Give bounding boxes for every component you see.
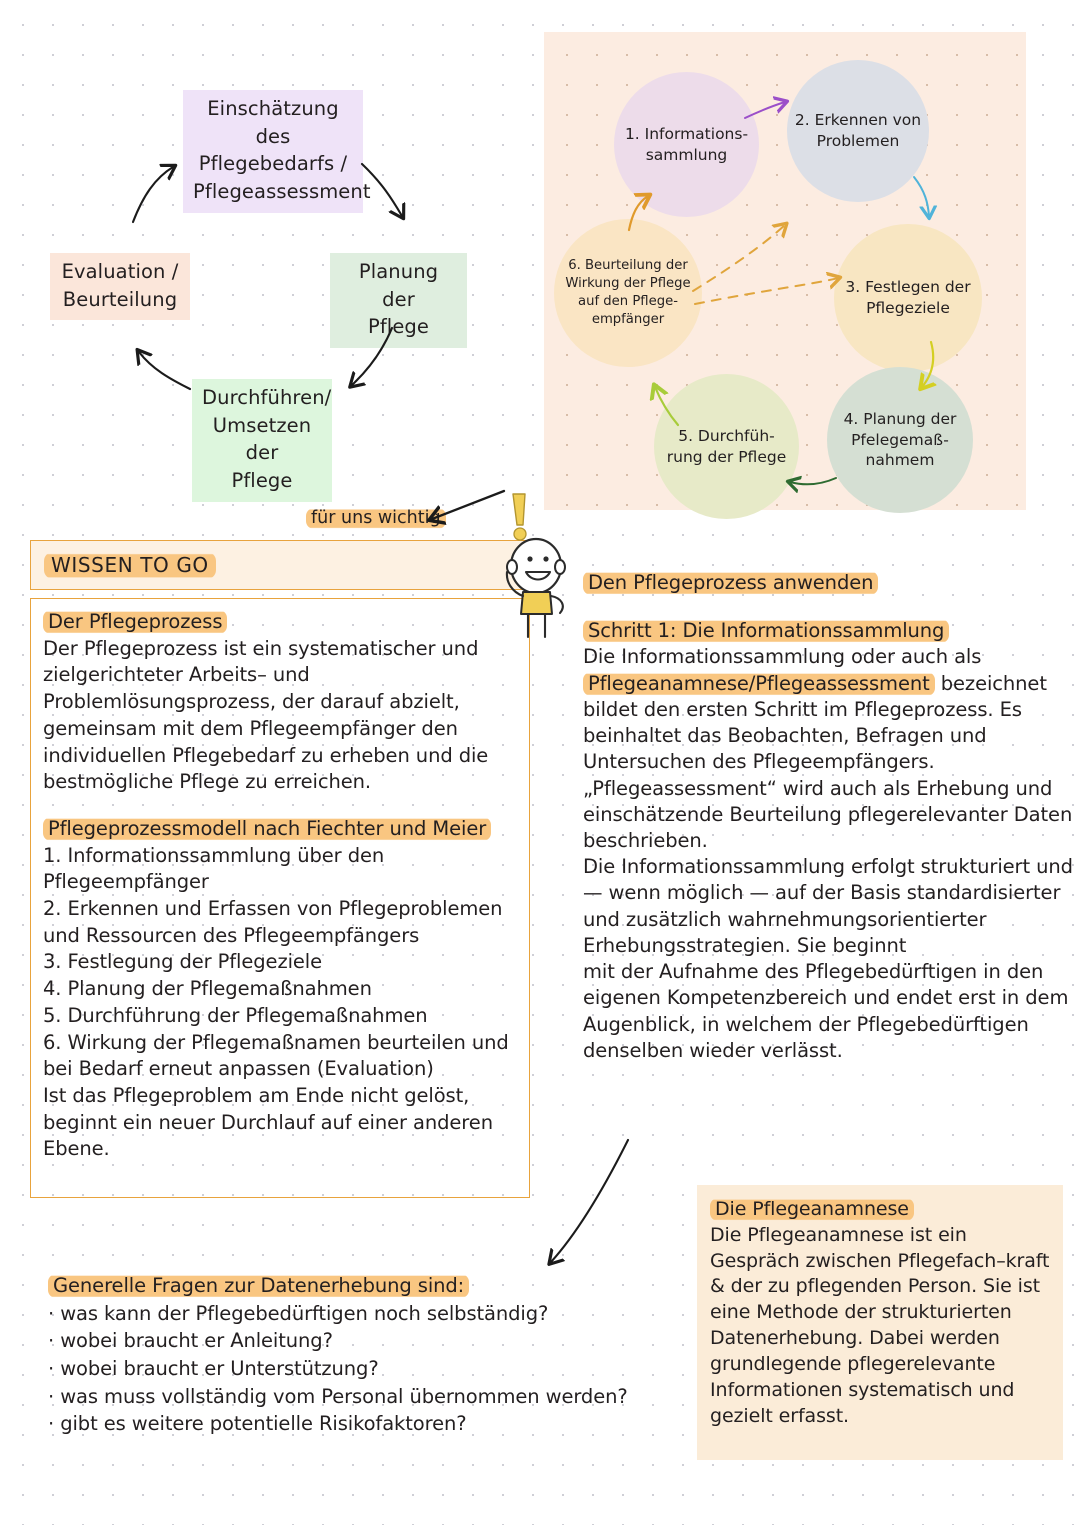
- section2-line-5: 5. Durchführung der Pflegemaßnahmen: [43, 1003, 428, 1027]
- exclamation-dot-icon: [513, 527, 527, 541]
- callout-label-text: für uns wichtig: [306, 508, 446, 529]
- circle-step-5: 5. Durchfüh- rung der Pflege: [654, 374, 799, 519]
- schritt1-title-row: Schritt 1: Die Informationssammlung: [583, 618, 1073, 644]
- schritt1-paragraph-3: mit der Aufnahme des Pflegebedürftigen i…: [583, 960, 1069, 1062]
- circle-step-4: 4. Planung der Pfelegemaß- nahmem: [827, 367, 973, 513]
- schritt1-paragraph: Die Informationssammlung oder auch als P…: [583, 644, 1073, 854]
- figure-eye-right: [543, 556, 549, 562]
- section1-title: Der Pflegeprozess: [43, 610, 228, 634]
- fragen-item: · gibt es weitere potentielle Risikofakt…: [48, 1412, 467, 1436]
- section2-line-2: 2. Erkennen und Erfassen von Pflegeprobl…: [43, 897, 503, 947]
- fragen-title: Generelle Fragen zur Datenerhebung sind:: [48, 1274, 470, 1298]
- section2-line-7: Ist das Pflegeproblem am Ende nicht gelö…: [43, 1083, 493, 1161]
- circle-step-6-label: 6. Beurteilung der Wirkung der Pflege au…: [565, 258, 691, 327]
- schritt1-paragraph-2: Die Informationssammlung erfolgt struktu…: [583, 855, 1073, 957]
- pflegeprozess-circle-panel: 1. Informations- sammlung 2. Erkennen vo…: [544, 32, 1026, 519]
- schritt1-block: Schritt 1: Die Informationssammlung Die …: [583, 618, 1073, 1064]
- anamnese-title: Die Pflegeanamnese: [710, 1198, 914, 1221]
- arrow-to-generelle-fragen: [551, 1138, 630, 1262]
- cycle-box-evaluation-label: Evaluation / Beurteilung: [61, 260, 179, 311]
- fragen-item: · was muss vollständig vom Personal über…: [48, 1384, 628, 1408]
- schritt1-para-a: Die Informationssammlung oder auch als: [583, 645, 982, 669]
- right-heading-row: Den Pflegeprozess anwenden: [583, 570, 1073, 596]
- arrow-durchfuehren-to-evaluation: [139, 352, 192, 391]
- circle-step-3: 3. Festlegen der Pflegeziele: [834, 224, 982, 372]
- figure-arm-right: [549, 594, 564, 615]
- fragen-title-row: Generelle Fragen zur Datenerhebung sind:: [48, 1272, 728, 1300]
- spacer: [43, 796, 517, 816]
- anamnese-text: Die Pflegeanamnese ist ein Gespräch zwis…: [710, 1223, 1050, 1427]
- section2-line-3: 3. Festlegung der Pflegeziele: [43, 950, 323, 974]
- cycle-box-assessment: Einschätzung des Pflegebedarfs / Pflegea…: [183, 90, 371, 213]
- fragen-item: · wobei braucht er Anleitung?: [48, 1329, 333, 1353]
- section1-text: Der Pflegeprozess ist ein systematischer…: [43, 636, 489, 794]
- circle-step-6: 6. Beurteilung der Wirkung der Pflege au…: [554, 219, 702, 367]
- anamnese-title-row: Die Pflegeanamnese: [710, 1197, 1051, 1223]
- circle-step-1: 1. Informations- sammlung: [614, 72, 759, 217]
- right-heading: Den Pflegeprozess anwenden: [583, 571, 879, 595]
- cycle-box-durchfuehren: Durchführen/ Umsetzen der Pflege: [192, 379, 332, 502]
- schritt1-para-b: bezeichnet bildet den ersten Schritt im …: [583, 671, 1073, 852]
- exclamation-mark-icon: [512, 493, 526, 526]
- circle-step-2: 2. Erkennen von Problemen: [787, 60, 929, 202]
- circle-step-4-label: 4. Planung der Pfelegemaß- nahmem: [843, 409, 957, 470]
- section-der-pflegeprozess: Der Pflegeprozess Der Pflegeprozess ist …: [43, 609, 517, 796]
- schritt1-para-highlight: Pflegeanamnese/Pflegeassessment: [583, 671, 935, 696]
- circle-step-1-label: 1. Informations- sammlung: [624, 124, 749, 164]
- circle-step-3-label: 3. Festlegen der Pflegeziele: [845, 278, 971, 317]
- cycle-box-planung-label: Planung der Pflege: [358, 260, 439, 339]
- cycle-box-evaluation: Evaluation / Beurteilung: [50, 253, 190, 321]
- generelle-fragen-block: Generelle Fragen zur Datenerhebung sind:…: [48, 1272, 728, 1438]
- cycle-box-durchfuehren-label: Durchführen/ Umsetzen der Pflege: [202, 386, 332, 493]
- arrow-evaluation-to-assessment: [131, 167, 173, 224]
- section2-title-row: Pflegeprozessmodell nach Fiechter und Me…: [43, 816, 517, 843]
- section2-title: Pflegeprozessmodell nach Fiechter und Me…: [43, 816, 492, 841]
- wissen-to-go-header: WISSEN TO GO: [30, 540, 530, 590]
- circle-step-2-label: 2. Erkennen von Problemen: [794, 111, 922, 150]
- wissen-to-go-title: WISSEN TO GO: [44, 552, 216, 579]
- pflegeanamnese-box: Die Pflegeanamnese Die Pflegeanamnese is…: [697, 1185, 1063, 1460]
- section2-line-6: 6. Wirkung der Pflegemaßnamen beurteilen…: [43, 1030, 509, 1081]
- wissen-to-go-body: Der Pflegeprozess Der Pflegeprozess ist …: [30, 598, 530, 1198]
- cycle-box-assessment-label: Einschätzung des Pflegebedarfs / Pflegea…: [193, 97, 371, 204]
- cycle-box-planung: Planung der Pflege: [330, 253, 467, 349]
- callout-label: für uns wichtig: [306, 508, 446, 529]
- circle-step-5-label: 5. Durchfüh- rung der Pflege: [666, 426, 787, 466]
- section2-line-4: 4. Planung der Pflegemaßnahmen: [43, 977, 372, 1001]
- section2-line-1: 1. Informationssammlung über den Pflegee…: [43, 843, 385, 894]
- section1-title-row: Der Pflegeprozess: [43, 609, 517, 636]
- fragen-item: · was kann der Pflegebedürftigen noch se…: [48, 1301, 549, 1325]
- section-pflegeprozessmodell: Pflegeprozessmodell nach Fiechter und Me…: [43, 816, 517, 1163]
- figure-ear-right: [554, 559, 566, 575]
- right-column: Den Pflegeprozess anwenden Schritt 1: Di…: [583, 570, 1073, 1064]
- fragen-item: · wobei braucht er Unterstützung?: [48, 1357, 379, 1381]
- schritt1-title: Schritt 1: Die Informationssammlung: [583, 619, 950, 644]
